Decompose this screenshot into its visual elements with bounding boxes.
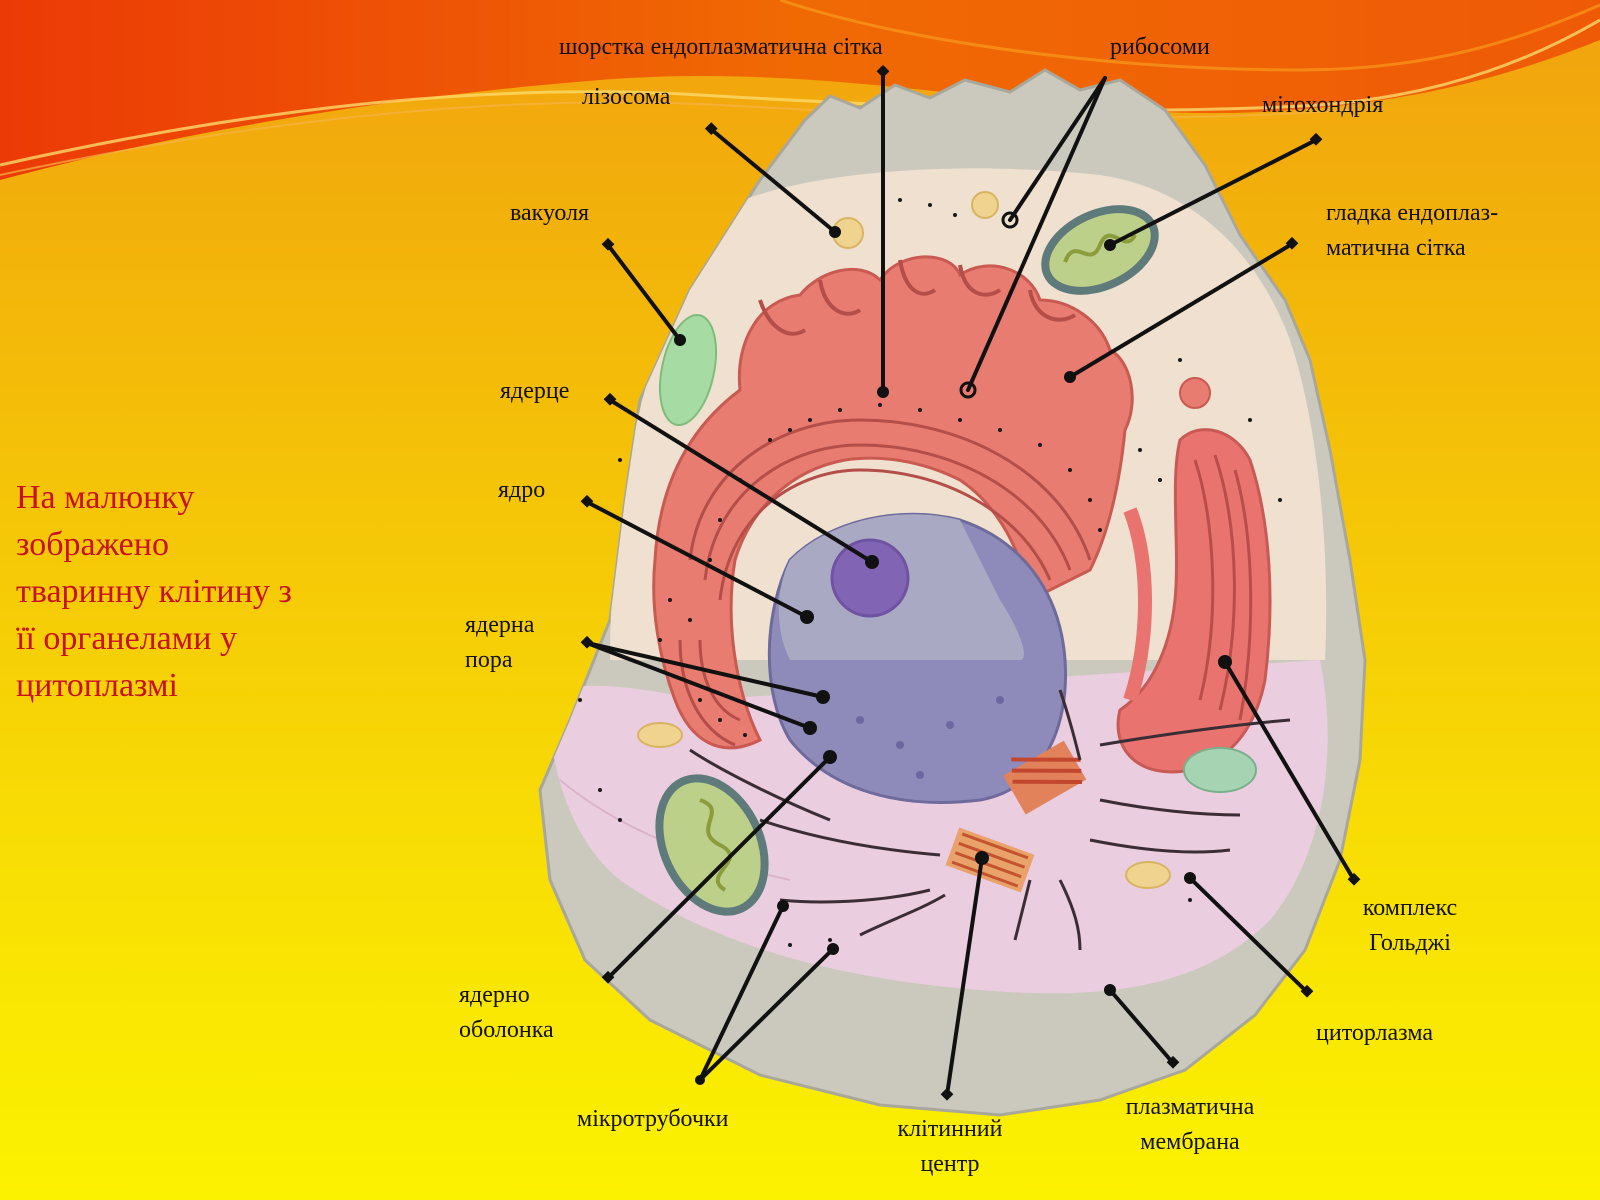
label-mitochondrion: мітохондрія <box>1262 88 1383 123</box>
label-text: пора <box>465 647 513 673</box>
label-text: мітохондрія <box>1262 92 1384 118</box>
label-rough-er: шорстка ендоплазматична сітка <box>559 30 883 65</box>
label-cytoplasm: циторлазма <box>1316 1016 1433 1051</box>
mitochondrion-bottom-shape <box>655 774 769 916</box>
label-text: комплекс <box>1362 895 1458 921</box>
microtubule-strands <box>689 689 1291 951</box>
description-line: цитоплазмі <box>16 667 178 704</box>
label-text: рибосоми <box>1110 34 1210 60</box>
label-text: центр <box>920 1151 980 1177</box>
vacuole-shape <box>659 313 717 427</box>
label-microtubules: мікротрубочки <box>577 1102 729 1137</box>
label-text: шорстка ендоплазматична сітка <box>559 34 883 60</box>
label-text: оболонка <box>459 1017 554 1043</box>
label-nuclear-pore: ядерна пора <box>465 608 534 678</box>
label-text: вакуоля <box>510 200 590 226</box>
label-text: матична сітка <box>1326 235 1466 261</box>
label-centrosome: клітинний центр <box>870 1112 1030 1182</box>
label-text: плазматична <box>1125 1094 1255 1120</box>
description-line: зображено <box>16 526 169 563</box>
centriole-shapes <box>945 740 1087 893</box>
label-text: мікротрубочки <box>577 1106 729 1132</box>
description-line: її органелами у <box>16 620 237 657</box>
label-vacuole: вакуоля <box>510 196 589 231</box>
slide-description: На малюнку зображено тваринну клітину з … <box>16 474 396 709</box>
label-nucleus: ядро <box>498 473 545 508</box>
label-text: Гольджі <box>1369 930 1451 956</box>
label-text: циторлазма <box>1316 1020 1433 1046</box>
label-text: ядерна <box>465 612 535 638</box>
label-text: ядерно <box>459 982 530 1008</box>
label-nuclear-envelope: ядерно оболонка <box>459 978 554 1048</box>
label-text: ядро <box>498 477 546 503</box>
label-ribosomes: рибосоми <box>1110 30 1210 65</box>
label-smooth-er: гладка ендоплаз- матична сітка <box>1326 196 1498 266</box>
description-line: На малюнку <box>16 479 195 516</box>
description-line: тваринну клітину з <box>16 573 292 610</box>
nucleus-shape <box>767 512 1068 804</box>
label-text: клітинний <box>897 1116 1003 1142</box>
label-text: лізосома <box>582 84 671 110</box>
ribosome-dots <box>578 198 1282 947</box>
label-text: мембрана <box>1140 1129 1240 1155</box>
label-text: ядерце <box>500 378 570 404</box>
label-golgi: комплекс Гольджі <box>1340 891 1480 961</box>
label-plasma-membrane: плазматична мембрана <box>1090 1090 1290 1160</box>
label-nucleolus: ядерце <box>500 374 569 409</box>
rough-er-shape <box>652 255 1211 750</box>
label-text: гладка ендоплаз- <box>1326 200 1499 226</box>
label-lysosome: лізосома <box>582 80 670 115</box>
